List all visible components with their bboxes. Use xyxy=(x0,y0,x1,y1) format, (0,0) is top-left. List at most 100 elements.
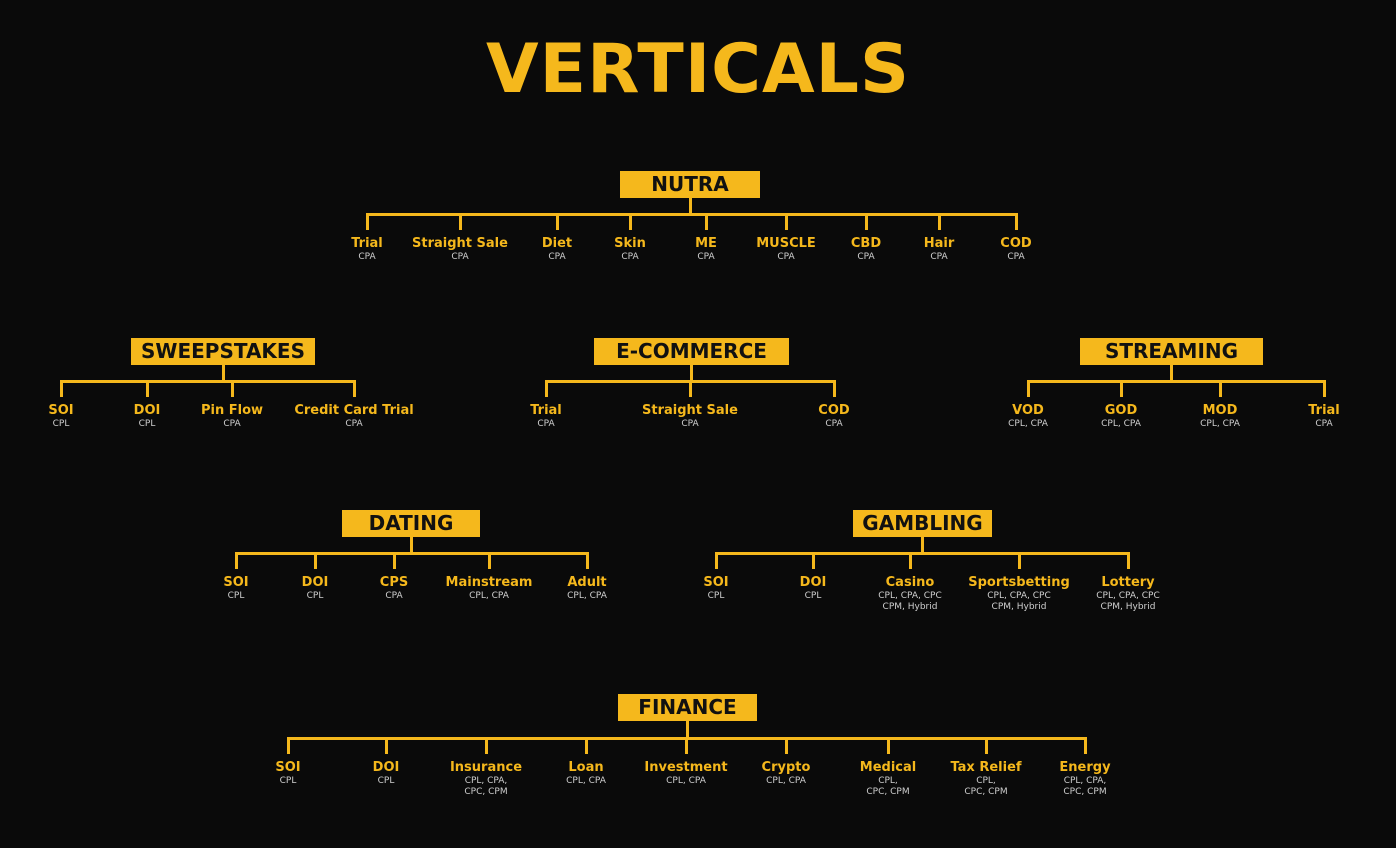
subvertical-label: Insurance xyxy=(449,760,523,775)
connector-drop xyxy=(832,381,836,397)
category-box-nutra: NUTRA xyxy=(620,171,760,198)
payout-models: CPA xyxy=(825,419,843,429)
connector-stem xyxy=(409,537,413,553)
payout-models: CPL, CPA xyxy=(469,591,509,601)
payout-models: CPA xyxy=(857,252,875,262)
subvertical-label: SOI xyxy=(275,760,301,775)
subvertical-label: Straight Sale xyxy=(642,403,738,418)
connector-drop xyxy=(313,553,317,569)
payout-models: CPL, CPA xyxy=(567,591,607,601)
connector-drop xyxy=(1322,381,1326,397)
connector-bar xyxy=(59,379,356,383)
payout-models: CPA xyxy=(697,252,715,262)
payout-models: CPA xyxy=(223,419,241,429)
connector-drop xyxy=(688,381,692,397)
subvertical-label: CBD xyxy=(850,236,882,251)
payout-models: CPL xyxy=(377,776,395,786)
subvertical-label: Skin xyxy=(614,236,646,251)
payout-models: CPA xyxy=(681,419,699,429)
payout-models: CPA xyxy=(385,591,403,601)
payout-models: CPA xyxy=(1007,252,1025,262)
connector-drop xyxy=(544,381,548,397)
subvertical-label: Trial xyxy=(1308,403,1340,418)
category-box-finance: FINANCE xyxy=(618,694,757,721)
connector-bar xyxy=(234,551,589,555)
connector-drop xyxy=(937,214,941,230)
connector-drop xyxy=(1218,381,1222,397)
subvertical-label: MOD xyxy=(1202,403,1238,418)
connector-drop xyxy=(784,738,788,754)
connector-stem xyxy=(221,365,225,381)
connector-bar xyxy=(365,212,1018,216)
connector-drop xyxy=(487,553,491,569)
payout-models: CPA xyxy=(537,419,555,429)
payout-models: CPL xyxy=(279,776,297,786)
payout-models: CPL, CPA, CPC CPM, Hybrid xyxy=(987,591,1051,612)
connector-bar xyxy=(1026,379,1326,383)
connector-drop xyxy=(684,738,688,754)
subvertical-label: COD xyxy=(1000,236,1032,251)
connector-drop xyxy=(1026,381,1030,397)
subvertical-label: DOI xyxy=(799,575,827,590)
payout-models: CPA xyxy=(345,419,363,429)
payout-models: CPA xyxy=(548,252,566,262)
subvertical-label: Loan xyxy=(568,760,604,775)
subvertical-label: VOD xyxy=(1012,403,1044,418)
payout-models: CPL, CPA, CPC CPM, Hybrid xyxy=(1096,591,1160,612)
category-box-sweepstakes: SWEEPSTAKES xyxy=(131,338,315,365)
subvertical-label: MUSCLE xyxy=(756,236,816,251)
payout-models: CPL, CPA xyxy=(766,776,806,786)
connector-drop xyxy=(145,381,149,397)
connector-stem xyxy=(690,365,693,381)
subvertical-label: Investment xyxy=(644,760,728,775)
payout-models: CPA xyxy=(930,252,948,262)
connector-drop xyxy=(628,214,632,230)
connector-drop xyxy=(286,738,290,754)
connector-drop xyxy=(1119,381,1123,397)
subvertical-label: DOI xyxy=(301,575,329,590)
payout-models: CPL, CPA, CPC CPM, Hybrid xyxy=(878,591,942,612)
subvertical-label: Sportsbetting xyxy=(968,575,1070,590)
connector-drop xyxy=(458,214,462,230)
connector-drop xyxy=(585,553,589,569)
subvertical-label: ME xyxy=(695,236,717,251)
connector-drop xyxy=(484,738,488,754)
connector-stem xyxy=(688,198,692,214)
subvertical-label: DOI xyxy=(133,403,161,418)
payout-models: CPL xyxy=(138,419,156,429)
payout-models: CPL, CPA xyxy=(666,776,706,786)
connector-drop xyxy=(908,553,912,569)
connector-drop xyxy=(365,214,369,230)
category-box-e-commerce: E-COMMERCE xyxy=(594,338,789,365)
connector-drop xyxy=(984,738,988,754)
payout-models: CPL xyxy=(227,591,245,601)
connector-drop xyxy=(864,214,868,230)
payout-models: CPA xyxy=(621,252,639,262)
payout-models: CPL, CPC, CPM xyxy=(866,776,910,797)
payout-models: CPL xyxy=(52,419,70,429)
connector-drop xyxy=(555,214,559,230)
